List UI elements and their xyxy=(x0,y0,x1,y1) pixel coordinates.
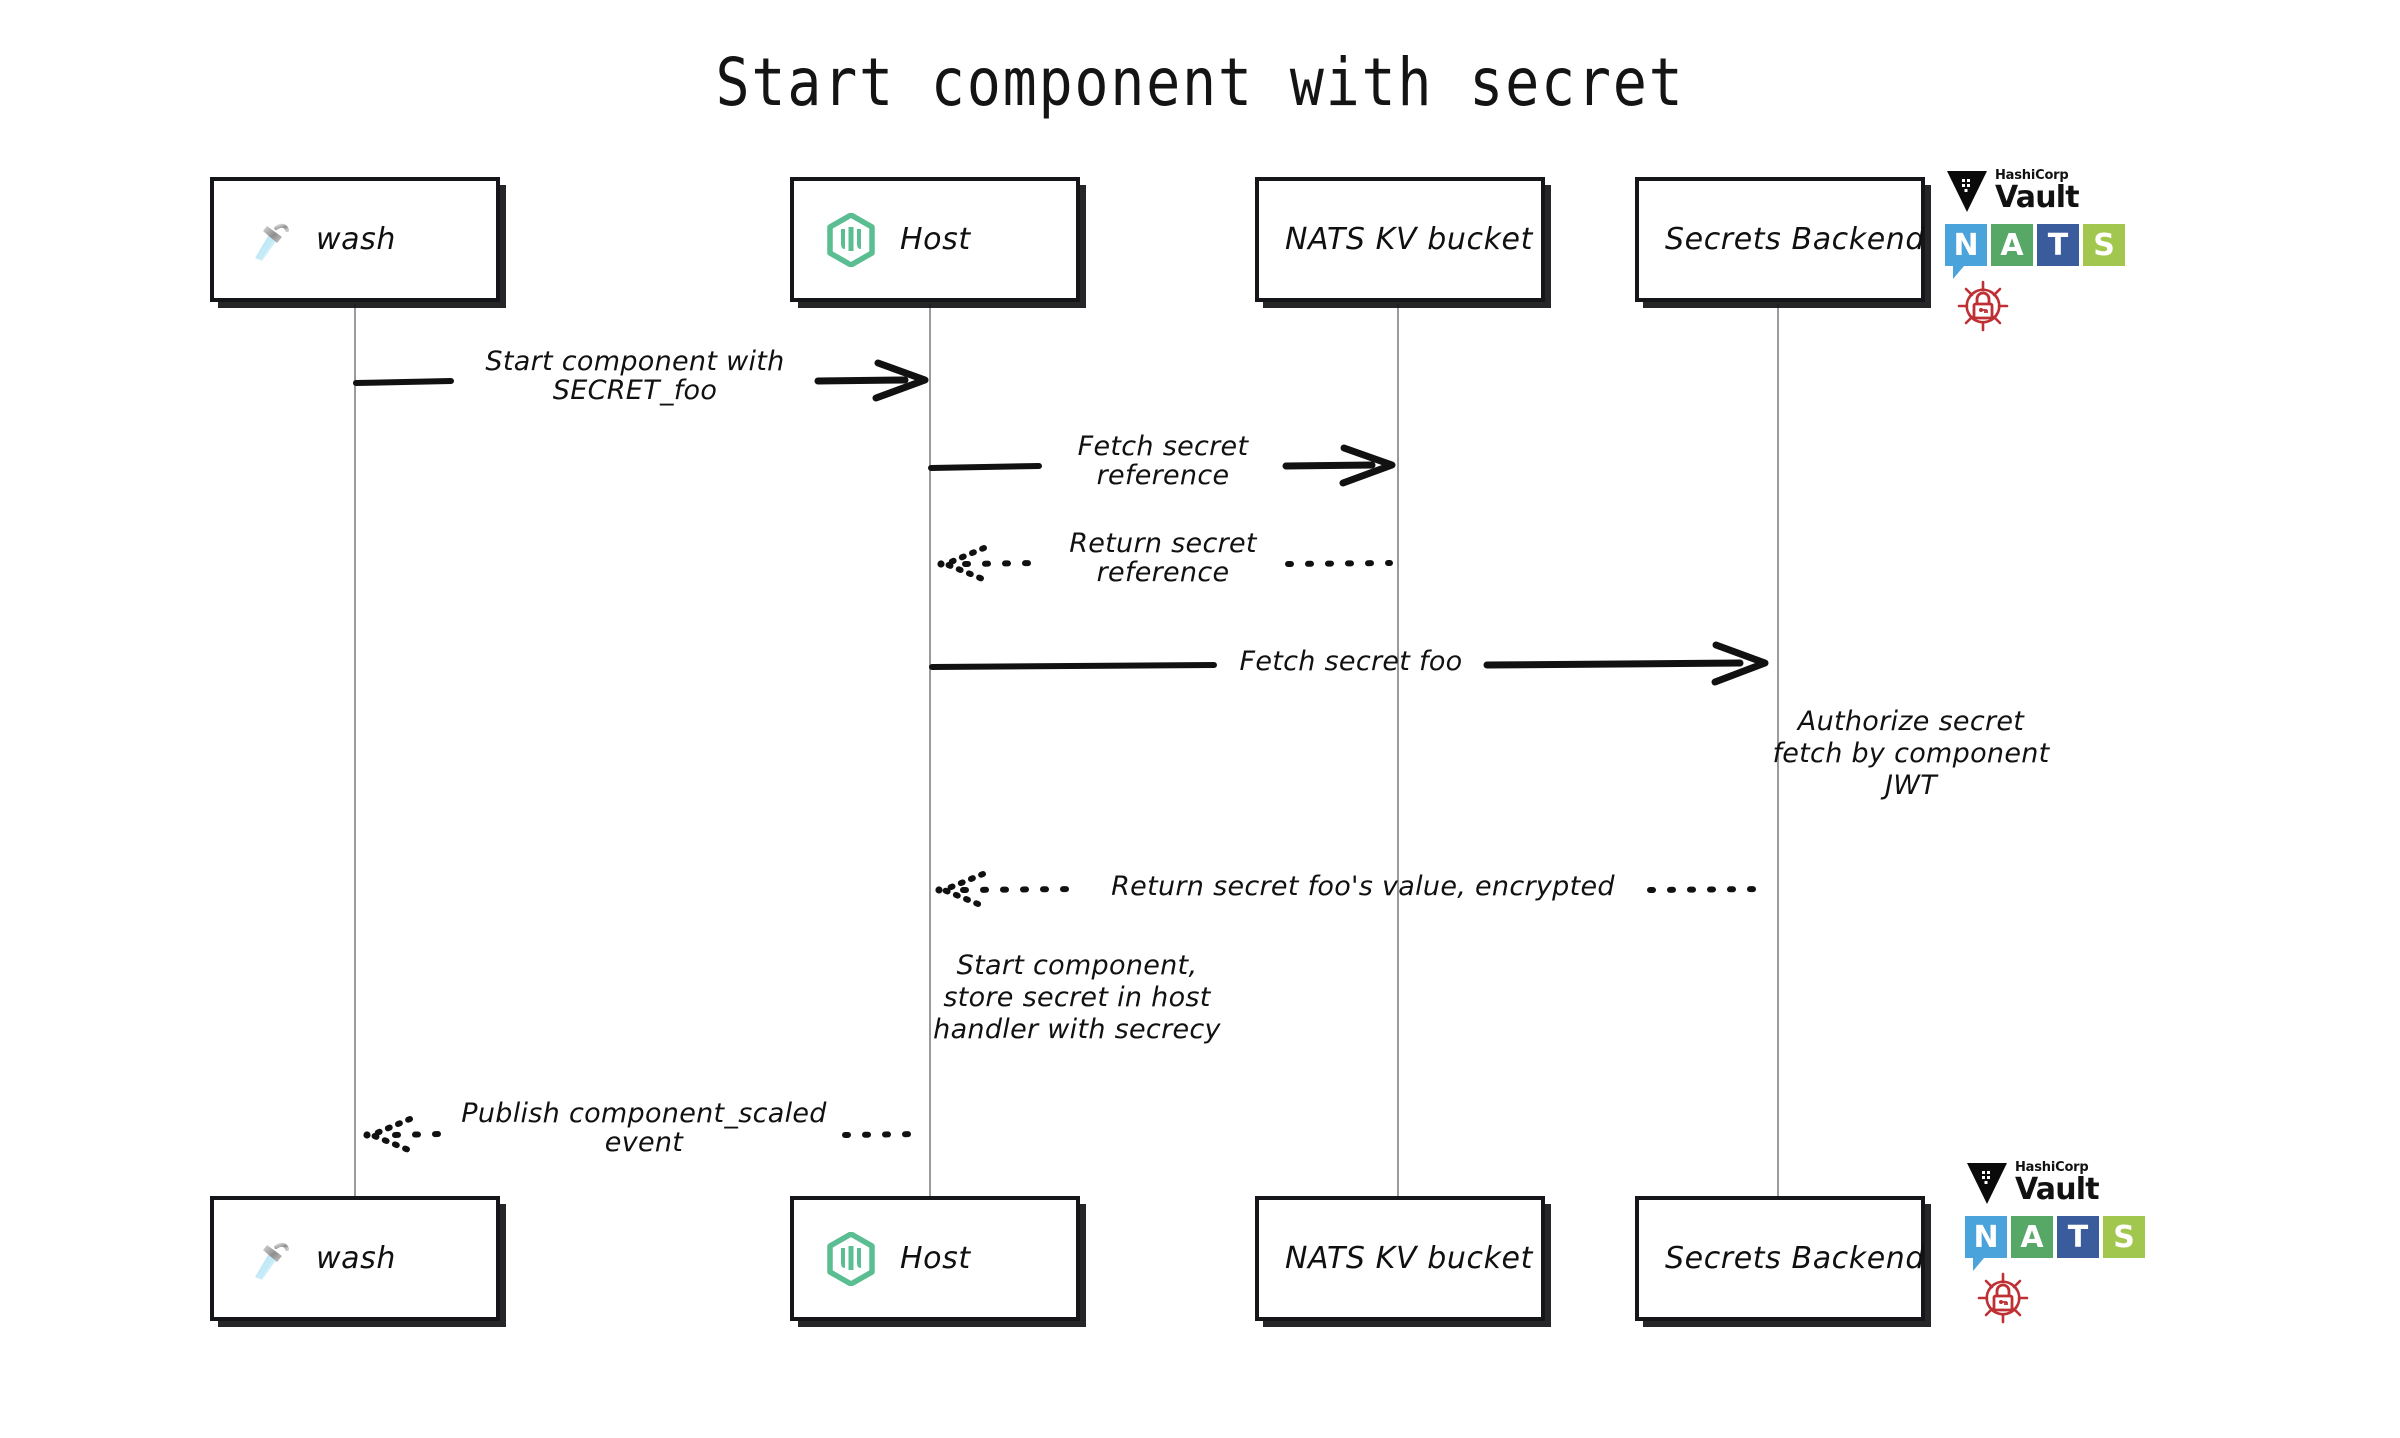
wasmcloud-hexagon-icon xyxy=(826,212,876,267)
hashicorp-vault-icon xyxy=(1965,1160,2009,1206)
lifeline-host xyxy=(929,304,931,1196)
note-start-component-store-secret: Start component, store secret in host ha… xyxy=(933,950,1221,1045)
message-label-return-secret-foo-value: Return secret foo's value, encrypted xyxy=(1111,871,1615,902)
message-label-fetch-secret-foo: Fetch secret foo xyxy=(1239,646,1463,677)
message-label-start-component: Start component with SECRET_foo xyxy=(485,346,785,406)
message-label-fetch-secret-reference: Fetch secret reference xyxy=(1077,431,1249,491)
participant-box-secrets-top[interactable]: Secrets Backend xyxy=(1635,177,1925,302)
vault-vendor-label: HashiCorp xyxy=(2015,1160,2089,1175)
participant-box-wash-bottom[interactable]: wash xyxy=(210,1196,500,1321)
participant-box-host-bottom[interactable]: Host xyxy=(790,1196,1080,1321)
nats-letter-n: N xyxy=(1965,1216,2007,1258)
participant-label-host: Host xyxy=(900,222,971,257)
nats-speech-tail xyxy=(1973,1258,1984,1271)
logo-stack-top: HashiCorp Vault N A T S xyxy=(1945,168,2125,334)
hashicorp-vault-icon xyxy=(1945,168,1989,214)
secrets-lock-icon xyxy=(1975,1270,2031,1326)
participant-label-host: Host xyxy=(900,1241,971,1276)
participant-box-wash-top[interactable]: wash xyxy=(210,177,500,302)
lifeline-natskv xyxy=(1397,304,1399,1196)
nats-letter-n: N xyxy=(1945,224,1987,266)
participant-label-wash: wash xyxy=(316,222,396,257)
message-label-return-secret-reference: Return secret reference xyxy=(1069,528,1257,588)
vault-vendor-label: HashiCorp xyxy=(1995,168,2069,183)
secrets-lock-icon xyxy=(1955,278,2011,334)
participant-box-natskv-bottom[interactable]: NATS KV bucket xyxy=(1255,1196,1545,1321)
nats-letter-s: S xyxy=(2083,224,2125,266)
nats-letter-s: S xyxy=(2103,1216,2145,1258)
message-label-publish-component-scaled: Publish component_scaled event xyxy=(461,1098,827,1158)
note-authorize-secret-fetch: Authorize secret fetch by component JWT xyxy=(1772,706,2050,801)
hashicorp-vault-logo: HashiCorp Vault xyxy=(1945,168,2080,215)
vault-product-label: Vault xyxy=(1995,180,2080,215)
wasmcloud-hexagon-icon xyxy=(826,1231,876,1286)
participant-box-secrets-bottom[interactable]: Secrets Backend xyxy=(1635,1196,1925,1321)
participant-box-natskv-top[interactable]: NATS KV bucket xyxy=(1255,177,1545,302)
participant-label-secrets: Secrets Backend xyxy=(1665,222,1926,257)
participant-label-natskv: NATS KV bucket xyxy=(1285,222,1533,257)
shower-emoji-icon xyxy=(246,217,292,263)
lifeline-secrets xyxy=(1777,304,1779,1196)
lifeline-wash xyxy=(354,304,356,1196)
participant-label-natskv: NATS KV bucket xyxy=(1285,1241,1533,1276)
participant-label-secrets: Secrets Backend xyxy=(1665,1241,1926,1276)
shower-emoji-icon xyxy=(246,1236,292,1282)
nats-speech-tail xyxy=(1953,266,1964,279)
hashicorp-vault-logo: HashiCorp Vault xyxy=(1965,1160,2100,1207)
logo-stack-bottom: HashiCorp Vault N A T S xyxy=(1965,1160,2145,1326)
nats-logo-icon: N A T S xyxy=(1965,1216,2145,1271)
nats-letter-a: A xyxy=(1991,224,2033,266)
nats-letter-a: A xyxy=(2011,1216,2053,1258)
vault-product-label: Vault xyxy=(2015,1172,2100,1207)
participant-label-wash: wash xyxy=(316,1241,396,1276)
nats-letter-t: T xyxy=(2037,224,2079,266)
nats-letter-t: T xyxy=(2057,1216,2099,1258)
participant-box-host-top[interactable]: Host xyxy=(790,177,1080,302)
nats-logo-icon: N A T S xyxy=(1945,224,2125,279)
page-title: Start component with secret xyxy=(715,44,1685,121)
